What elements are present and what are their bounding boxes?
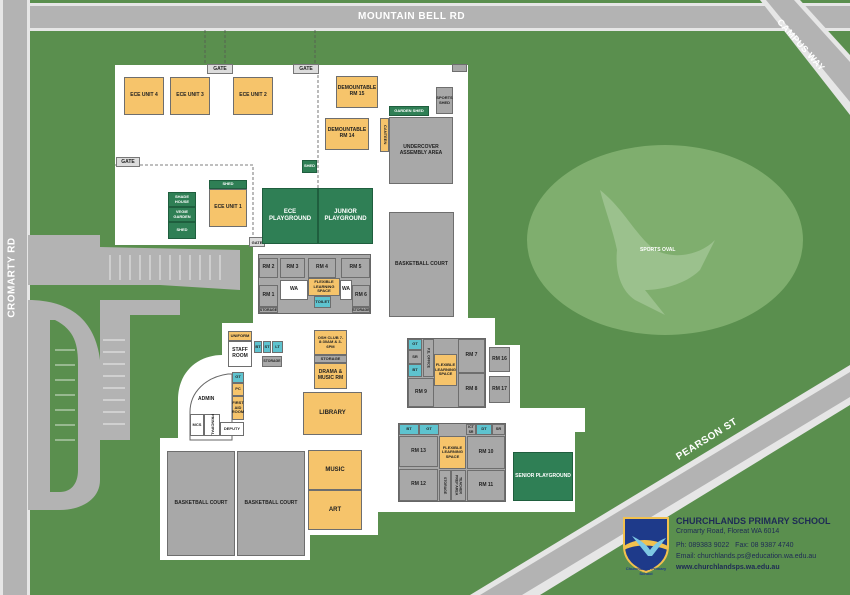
flexible-learning-space-2: FLEXIBLE LEARNING SPACE bbox=[434, 354, 457, 386]
art: ART bbox=[308, 490, 362, 530]
demountable-rm-14: DEMOUNTABLE RM 14 bbox=[325, 118, 369, 150]
school-phone: Ph: 089383 9022 Fax: 08 9387 4740 bbox=[676, 542, 794, 549]
gt-admin: GT bbox=[232, 372, 244, 383]
first-aid-room: FIRST AID ROOM bbox=[232, 396, 244, 420]
school-name: CHURCHLANDS PRIMARY SCHOOL bbox=[676, 516, 831, 526]
storage-left: STORAGE bbox=[259, 307, 278, 313]
pe-office: P.E. OFFICE bbox=[423, 339, 434, 377]
rm-13: RM 13 bbox=[399, 436, 438, 467]
logo-text: Churchlands Primary School bbox=[625, 566, 667, 576]
ict-sr: ICT SR bbox=[466, 424, 476, 435]
garden-shed: GARDEN SHED bbox=[389, 106, 429, 116]
bt-staff: BT bbox=[254, 341, 262, 353]
ece-unit-4: ECE UNIT 4 bbox=[124, 77, 164, 115]
demountable-rm-15: DEMOUNTABLE RM 15 bbox=[336, 76, 378, 108]
junior-playground: JUNIOR PLAYGROUND bbox=[318, 188, 373, 244]
ece-playground: ECE PLAYGROUND bbox=[262, 188, 318, 244]
lt-staff: LT bbox=[272, 341, 283, 353]
rm-5: RM 5 bbox=[341, 258, 370, 278]
gate-2: GATE bbox=[293, 64, 319, 74]
osh-club: OSH CLUB 7-8:30AM & 3-6PM bbox=[314, 330, 347, 355]
pc-admin: PC bbox=[232, 383, 244, 396]
drama-music-rm: DRAMA & MUSIC RM bbox=[314, 363, 347, 389]
rm-4: RM 4 bbox=[308, 258, 336, 278]
sports-oval-label: SPORTS OVAL bbox=[640, 247, 676, 253]
rm-17: RM 17 bbox=[489, 376, 510, 403]
toilet: TOILET bbox=[314, 296, 331, 308]
mcs: MCS bbox=[190, 414, 204, 436]
rm-1: RM 1 bbox=[259, 285, 278, 307]
wa-left: WA bbox=[280, 280, 308, 300]
gt-block3: GT bbox=[419, 424, 439, 435]
ece-unit-3: ECE UNIT 3 bbox=[170, 77, 210, 115]
undercover-assembly-area: UNDERCOVER ASSEMBLY AREA bbox=[389, 117, 453, 184]
ece-unit-1: ECE UNIT 1 bbox=[209, 189, 247, 227]
ece-unit-2: ECE UNIT 2 bbox=[233, 77, 273, 115]
music: MUSIC bbox=[308, 450, 362, 490]
rm-2: RM 2 bbox=[259, 258, 278, 278]
school-address: Cromarty Road, Floreat WA 6014 bbox=[676, 528, 780, 535]
shade-house: SHADE HOUSE bbox=[168, 192, 196, 207]
mountain-bell-label: MOUNTAIN BELL RD bbox=[358, 11, 466, 22]
sr-block3: SR bbox=[492, 424, 505, 435]
rm-9: RM 9 bbox=[408, 378, 434, 407]
teacher-prep-area: TEACHER PREP AREA bbox=[451, 470, 466, 501]
storage-block3: STORAGE bbox=[439, 470, 451, 501]
storage-staff: STORAGE bbox=[262, 356, 282, 367]
bt-block2: BT bbox=[408, 364, 422, 377]
senior-playground: SENIOR PLAYGROUND bbox=[513, 452, 573, 501]
flexible-learning-space-1: FLEXIBLE LEARNING SPACE bbox=[308, 278, 340, 296]
shed-mid: SHED bbox=[302, 160, 317, 173]
gate-1: GATE bbox=[207, 64, 233, 74]
st-staff: ST bbox=[263, 341, 271, 353]
wa-right: WA bbox=[340, 280, 352, 300]
shed-small: SHED bbox=[168, 222, 196, 239]
rm-3: RM 3 bbox=[280, 258, 305, 278]
sr-block2: SR bbox=[408, 350, 422, 364]
basketball-court-left: BASKETBALL COURT bbox=[167, 451, 235, 556]
canteen: CANTEEN bbox=[380, 118, 389, 152]
vegie-garden: VEGIE GARDEN bbox=[168, 207, 196, 222]
bird-watermark-icon bbox=[600, 190, 715, 315]
school-website[interactable]: www.churchlandsps.wa.edu.au bbox=[676, 564, 780, 571]
rm-12: RM 12 bbox=[399, 469, 438, 501]
rm-11: RM 11 bbox=[467, 470, 505, 501]
uniform: UNIFORM bbox=[228, 331, 252, 341]
flexible-learning-space-3: FLEXIBLE LEARNING SPACE bbox=[439, 436, 466, 469]
school-email[interactable]: Email: churchlands.ps@education.wa.edu.a… bbox=[676, 553, 817, 560]
admin-label: ADMIN bbox=[198, 396, 215, 402]
gate-3: GATE bbox=[116, 157, 140, 167]
dt-block3: DT bbox=[476, 424, 492, 435]
rm-16: RM 16 bbox=[489, 347, 510, 372]
storage-rm6: STORAGE bbox=[352, 307, 370, 313]
basketball-court-right: BASKETBALL COURT bbox=[389, 212, 454, 317]
rm-8: RM 8 bbox=[458, 373, 485, 407]
mountain-bell-road bbox=[0, 6, 850, 28]
school-logo-icon bbox=[623, 517, 669, 574]
basketball-court-mid: BASKETBALL COURT bbox=[237, 451, 305, 556]
library: LIBRARY bbox=[303, 392, 362, 435]
rm-10: RM 10 bbox=[467, 436, 505, 469]
sports-shed: SPORTS SHED bbox=[436, 87, 453, 114]
rm-6: RM 6 bbox=[352, 285, 370, 307]
principal: PRINCIPAL bbox=[204, 414, 220, 436]
storage-oshc: STORAGE bbox=[314, 355, 347, 363]
cromarty-road bbox=[3, 0, 27, 595]
deputy: DEPUTY bbox=[220, 422, 244, 436]
bt-block3: BT bbox=[399, 424, 419, 435]
staff-room: STAFF ROOM bbox=[228, 341, 252, 367]
ece1-shed: SHED bbox=[209, 180, 247, 189]
top-corner-store bbox=[452, 64, 467, 72]
sports-oval bbox=[527, 145, 803, 335]
gt-block2: GT bbox=[408, 339, 422, 350]
rm-7: RM 7 bbox=[458, 339, 485, 373]
